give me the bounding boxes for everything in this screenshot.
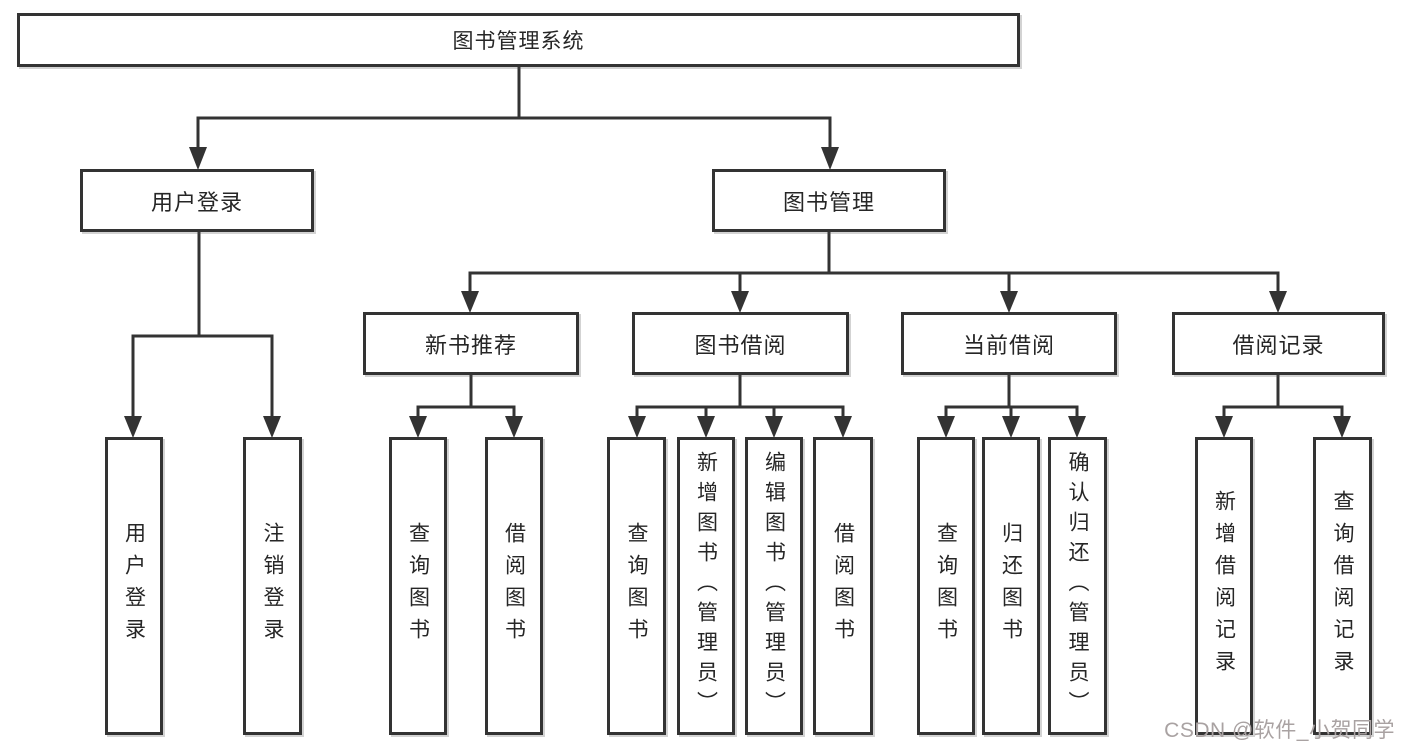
- leaf-confirm-return-admin: 确认归还（管理员）: [1048, 437, 1107, 735]
- arrow-confirm-return-admin: [1068, 416, 1086, 438]
- arrowheads: [124, 147, 1351, 438]
- node-label: 借阅记录: [1232, 332, 1325, 358]
- arrow-return-books: [1002, 416, 1020, 438]
- node-label: 用户登录: [150, 189, 243, 215]
- arrow-new-book-recommend: [461, 291, 479, 313]
- arrow-query-borrow-record: [1333, 416, 1351, 438]
- leaf-query-books-recommend: 查询图书: [389, 437, 447, 735]
- arrow-user-login-leaf: [124, 416, 142, 438]
- connector-book-borrow-branch: [635, 374, 845, 417]
- arrow-add-borrow-record: [1215, 416, 1233, 438]
- arrow-borrow-records: [1269, 291, 1287, 313]
- leaf-return-books: 归还图书: [982, 437, 1040, 735]
- connector-user-login-branch: [131, 231, 274, 417]
- arrow-add-books-admin: [697, 416, 715, 438]
- node-system-root: 图书管理系统: [17, 13, 1020, 67]
- connector-current-borrow-branch: [944, 374, 1079, 417]
- leaf-borrow-books-recommend: 借阅图书: [485, 437, 543, 735]
- connector-book-management-branch: [468, 231, 1280, 292]
- leaf-logout: 注销登录: [243, 437, 302, 735]
- connector-root: [196, 67, 832, 148]
- leaf-query-books-current: 查询图书: [917, 437, 975, 735]
- leaf-label: 借阅图书: [502, 522, 526, 650]
- arrow-query-books-current: [937, 416, 955, 438]
- leaf-query-books-borrow: 查询图书: [607, 437, 666, 735]
- leaf-label: 查询图书: [625, 522, 648, 650]
- leaf-label: 借阅图书: [831, 522, 855, 650]
- node-label: 图书管理系统: [452, 30, 585, 53]
- leaf-label: 注销登录: [261, 522, 284, 650]
- arrow-edit-books-admin: [765, 416, 783, 438]
- arrow-book-management: [821, 147, 839, 170]
- node-label: 当前借阅: [962, 332, 1055, 358]
- node-book-borrow: 图书借阅: [632, 312, 849, 375]
- arrow-borrow-books-recommend: [505, 416, 523, 438]
- node-current-borrow: 当前借阅: [901, 312, 1117, 375]
- leaf-borrow-books-borrow: 借阅图书: [813, 437, 873, 735]
- arrow-logout-leaf: [263, 416, 281, 438]
- node-user-login: 用户登录: [80, 169, 314, 232]
- leaf-label: 新增图书（管理员）: [694, 451, 718, 721]
- leaf-label: 编辑图书（管理员）: [762, 451, 786, 721]
- leaf-label: 归还图书: [999, 522, 1023, 650]
- leaf-edit-books-admin: 编辑图书（管理员）: [745, 437, 803, 735]
- leaf-query-borrow-record: 查询借阅记录: [1313, 437, 1372, 735]
- node-new-book-recommend: 新书推荐: [363, 312, 579, 375]
- leaf-label: 新增借阅记录: [1212, 490, 1236, 682]
- connector-new-book-recommend-branch: [416, 374, 516, 417]
- arrow-user-login: [189, 147, 207, 170]
- leaf-label: 确认归还（管理员）: [1066, 451, 1089, 721]
- node-label: 新书推荐: [424, 332, 517, 358]
- node-borrow-records: 借阅记录: [1172, 312, 1385, 375]
- arrow-query-books-borrow: [628, 416, 646, 438]
- leaf-label: 查询借阅记录: [1331, 490, 1354, 682]
- node-label: 图书借阅: [694, 332, 787, 358]
- arrow-borrow-books-borrow: [834, 416, 852, 438]
- leaf-add-borrow-record: 新增借阅记录: [1195, 437, 1253, 735]
- node-label: 图书管理: [782, 189, 875, 215]
- csdn-watermark: CSDN @软件_小贺同学: [1164, 719, 1395, 742]
- leaf-label: 用户登录: [122, 522, 146, 650]
- arrow-current-borrow: [1000, 291, 1018, 313]
- arrow-query-books-recommend: [409, 416, 427, 438]
- connector-borrow-records-branch: [1222, 374, 1344, 417]
- arrow-book-borrow: [731, 291, 749, 313]
- leaf-label: 查询图书: [406, 522, 430, 650]
- node-book-management: 图书管理: [712, 169, 946, 232]
- leaf-add-books-admin: 新增图书（管理员）: [677, 437, 735, 735]
- leaf-label: 查询图书: [934, 522, 958, 650]
- leaf-user-login: 用户登录: [105, 437, 163, 735]
